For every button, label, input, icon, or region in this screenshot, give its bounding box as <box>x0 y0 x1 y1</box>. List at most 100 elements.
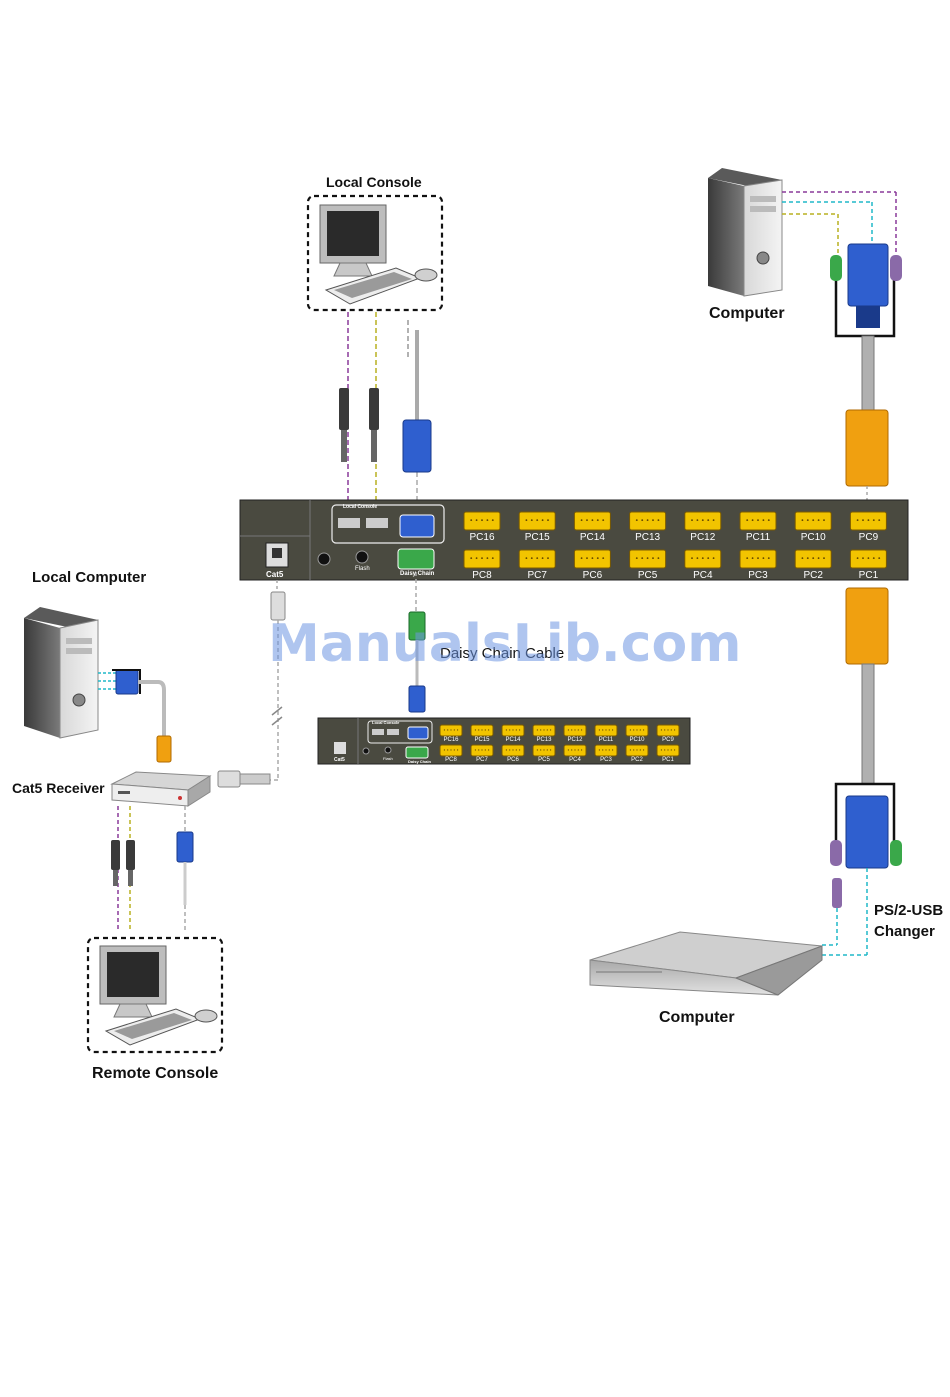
main-port-pin <box>767 557 770 559</box>
green-ps2-plug-icon <box>890 840 902 866</box>
second-port-pin <box>484 749 486 751</box>
second-port-pin <box>574 749 576 751</box>
second-daisy-chain-port-label: Daisy Chain <box>408 759 431 764</box>
second-port-pin <box>643 749 645 751</box>
main-port-pin <box>762 519 765 521</box>
second-port-pin <box>629 729 632 731</box>
main-port-pin <box>757 519 759 521</box>
second-port-label-pc8: PC8 <box>445 757 457 763</box>
main-port-pin <box>652 557 654 559</box>
second-port-pin <box>605 749 607 751</box>
second-port-pin <box>636 729 638 731</box>
main-port-pc11-icon <box>739 511 777 531</box>
main-port-pin <box>481 519 483 521</box>
blue-daisy-plug-icon <box>408 685 426 713</box>
orange-kvm-connector-icon <box>845 409 889 487</box>
second-port-pin <box>674 729 676 731</box>
main-port-pin <box>541 557 544 559</box>
second-port-pin <box>567 749 570 751</box>
main-port-pin <box>812 557 815 559</box>
vga-plug-icon <box>402 419 432 473</box>
main-port-pin <box>486 519 489 521</box>
second-port-label-pc11: PC11 <box>599 737 614 743</box>
daisy-chain-cable <box>408 572 426 713</box>
local-console-label: Local Console <box>326 174 422 190</box>
second-port-pin <box>639 749 641 751</box>
second-port-label-pc10: PC10 <box>629 737 645 743</box>
local-console-box <box>306 194 444 312</box>
main-port-label-pc3: PC3 <box>748 570 768 581</box>
main-port-pin <box>878 557 881 559</box>
usb-plug-icon <box>111 840 120 870</box>
second-port-label-pc1: PC1 <box>662 757 674 763</box>
second-port-pin <box>670 749 672 751</box>
second-port-label-pc5: PC5 <box>538 757 550 763</box>
local-console-keyboard-icon <box>324 267 438 305</box>
main-port-label-pc9: PC9 <box>859 532 879 543</box>
main-port-pin <box>475 519 478 521</box>
ps2-usb-changer-label-line2: Changer <box>874 923 935 940</box>
rj45-plug-icon <box>217 770 241 788</box>
main-port-pin <box>812 519 815 521</box>
second-local-console-port-label: Local Console <box>372 720 400 725</box>
second-port-pin <box>571 729 573 731</box>
second-port-label-pc13: PC13 <box>536 737 552 743</box>
main-port-pin <box>641 519 644 521</box>
main-port-pin <box>801 519 804 521</box>
main-port-label-pc14: PC14 <box>580 532 605 543</box>
second-port-pin <box>633 749 635 751</box>
main-port-pin <box>525 557 528 559</box>
main-port-pin <box>536 519 539 521</box>
main-port-pin <box>646 519 649 521</box>
second-flash-label: Flash <box>383 756 393 761</box>
main-port-pin <box>872 557 875 559</box>
usb-port-icon <box>338 518 360 528</box>
second-port-pin <box>505 749 507 751</box>
main-port-pin <box>862 519 864 521</box>
main-port-label-pc15: PC15 <box>525 532 550 543</box>
second-port-pin <box>571 749 573 751</box>
second-port-label-pc3: PC3 <box>600 757 612 763</box>
remote-console-group <box>86 936 224 1054</box>
local-console-cables <box>339 312 432 500</box>
second-port-label-pc12: PC12 <box>567 737 583 743</box>
main-port-pc3-icon <box>739 549 777 569</box>
second-port-pin <box>543 729 545 731</box>
main-port-label-pc11: PC11 <box>746 532 771 543</box>
main-port-pin <box>541 519 544 521</box>
main-port-pc15-icon <box>518 511 556 531</box>
main-port-pin <box>751 519 754 521</box>
main-port-pin <box>591 557 594 559</box>
main-port-label-pc1: PC1 <box>859 570 879 581</box>
bottom-computer-label: Computer <box>659 1009 735 1026</box>
ps2-usb-changer-label-line1: PS/2-USB <box>874 902 944 919</box>
console-vga-port-icon <box>399 514 435 538</box>
main-port-pin <box>801 557 804 559</box>
main-port-pc8-icon <box>463 549 501 569</box>
second-port-pin <box>577 749 579 751</box>
second-port-pin <box>505 729 507 731</box>
main-port-pin <box>481 557 483 559</box>
ps2-usb-changer-icon <box>832 878 842 908</box>
local-computer-label: Local Computer <box>32 569 147 586</box>
second-port-label-pc9: PC9 <box>662 737 674 743</box>
main-port-pin <box>751 557 754 559</box>
second-port-pin <box>540 729 542 731</box>
main-port-pin <box>806 557 809 559</box>
second-port-pin <box>519 749 521 751</box>
main-port-label-pc2: PC2 <box>803 570 823 581</box>
second-port-pin <box>664 729 666 731</box>
second-port-pin <box>608 729 610 731</box>
second-port-pin <box>670 729 672 731</box>
main-port-pin <box>602 557 605 559</box>
main-port-pin <box>691 519 693 521</box>
main-port-pin <box>817 519 820 521</box>
main-port-pin <box>580 557 583 559</box>
flash-button-icon <box>355 550 369 564</box>
main-flash-label: Flash <box>355 566 370 572</box>
cat5-port-icon <box>334 742 346 754</box>
second-port-pin <box>519 729 521 731</box>
